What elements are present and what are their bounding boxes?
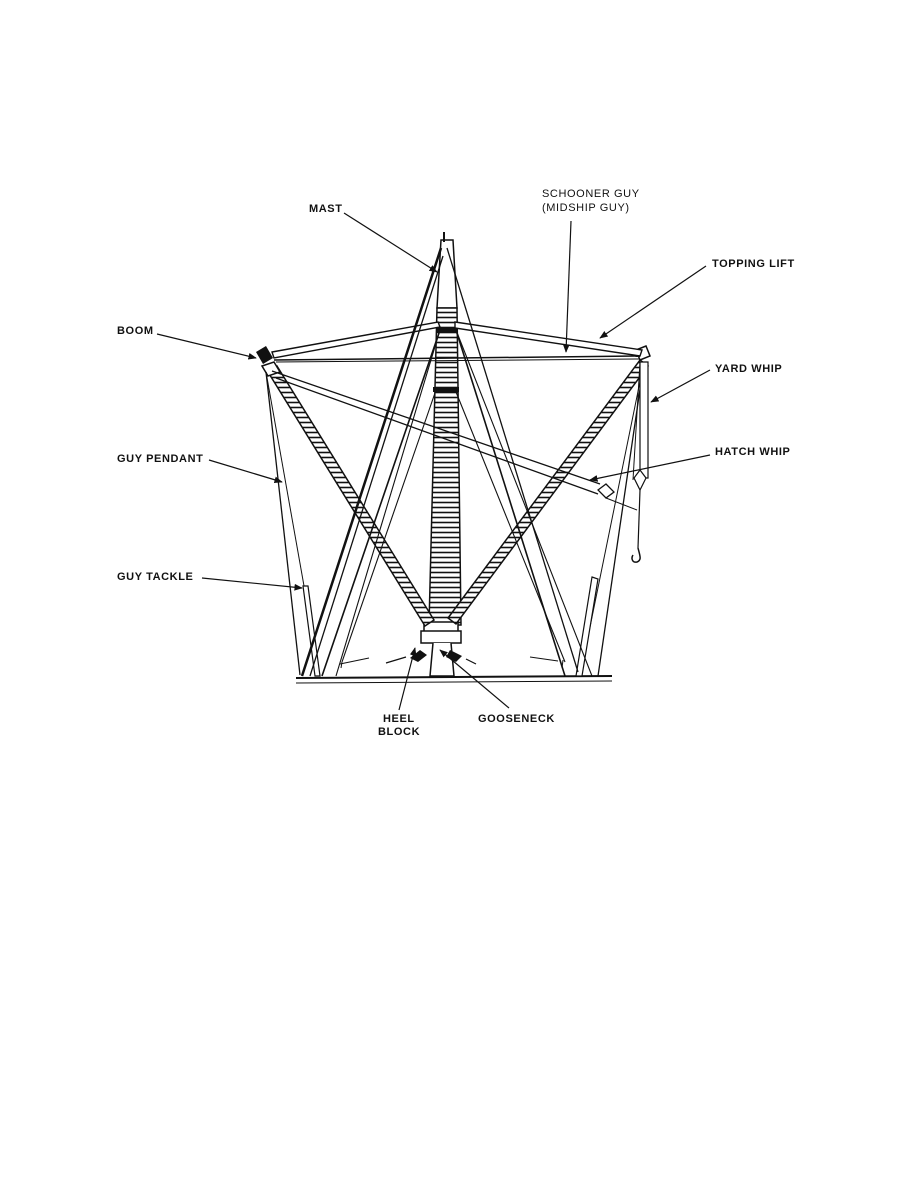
label-heel: HEEL [383, 713, 415, 725]
yard-whip [632, 361, 649, 549]
label-block: BLOCK [378, 726, 420, 738]
guy-tackle-right [575, 576, 599, 677]
topping-lift [271, 321, 643, 359]
label-boom: BOOM [117, 325, 154, 337]
deck-markers [339, 656, 564, 669]
rigging-lines [300, 247, 593, 677]
deck-line [295, 675, 613, 679]
label-gooseneck: GOOSENECK [478, 713, 555, 725]
hatch-whip [271, 370, 638, 511]
left-boom [256, 346, 436, 628]
deck-line-lower [295, 680, 613, 684]
label-schooner-guy: SCHOONER GUY [542, 188, 640, 200]
label-guy-pendant: GUY PENDANT [117, 453, 203, 465]
label-mast: MAST [309, 203, 343, 215]
mast [428, 232, 462, 626]
cargo-hook-icon [631, 547, 641, 563]
label-topping-lift: TOPPING LIFT [712, 258, 795, 270]
label-guy-tackle: GUY TACKLE [117, 571, 194, 583]
label-midship-guy: (MIDSHIP GUY) [542, 202, 630, 214]
schooner-guy [273, 355, 641, 363]
label-hatch-whip: HATCH WHIP [715, 446, 790, 458]
label-yard-whip: YARD WHIP [715, 363, 782, 375]
gooseneck [420, 621, 462, 677]
callout-leaders [156, 212, 711, 711]
